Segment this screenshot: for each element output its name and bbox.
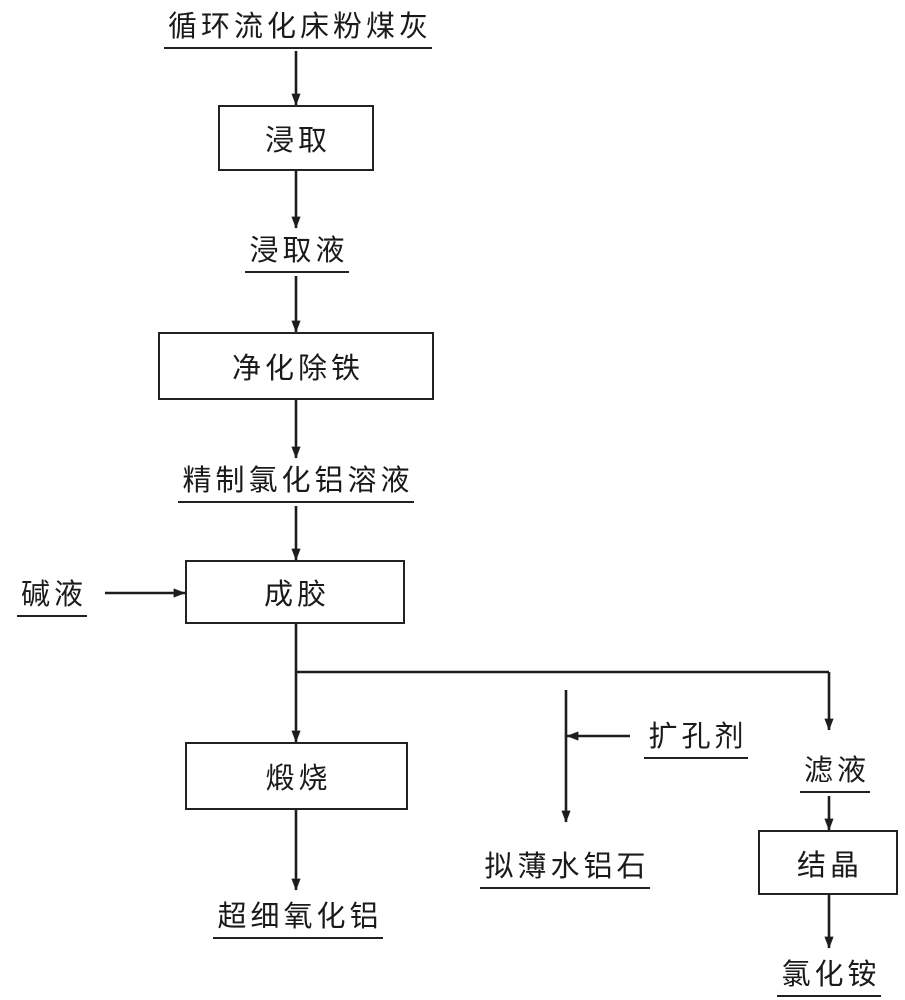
node-gelation[interactable]: 成胶 [185,560,405,624]
node-pore-agent-text: 扩孔剂 [644,713,748,759]
node-refined-solution-text: 精制氯化铝溶液 [178,457,414,503]
node-crystallization[interactable]: 结晶 [758,830,898,895]
node-ultrafine-alumina-text: 超细氧化铝 [213,893,383,939]
node-leachate-text: 浸取液 [245,227,349,273]
node-refined-solution: 精制氯化铝溶液 [163,457,429,503]
node-leaching[interactable]: 浸取 [218,105,374,171]
node-feedstock-text: 循环流化床粉煤灰 [163,3,432,49]
node-calcination[interactable]: 煅烧 [185,742,408,810]
node-pore-agent: 扩孔剂 [637,713,755,759]
node-pseudo-boehmite-text: 拟薄水铝石 [480,843,650,889]
node-ultrafine-alumina: 超细氧化铝 [203,893,393,939]
node-filtrate: 滤液 [790,747,880,793]
node-alkali-text: 碱液 [16,571,87,617]
node-feedstock: 循环流化床粉煤灰 [148,3,448,49]
node-purification-text: 净化除铁 [231,353,364,385]
node-ammonium-chloride-text: 氯化铵 [777,951,881,997]
node-ammonium-chloride: 氯化铵 [767,951,891,997]
node-alkali: 碱液 [6,571,98,617]
node-leaching-text: 浸取 [264,125,331,157]
node-filtrate-text: 滤液 [799,747,870,793]
node-crystallization-text: 结晶 [796,849,863,882]
node-gelation-text: 成胶 [263,579,330,611]
node-purification[interactable]: 净化除铁 [158,332,434,400]
node-pseudo-boehmite: 拟薄水铝石 [470,843,660,889]
node-calcination-text: 煅烧 [265,763,332,795]
node-leachate: 浸取液 [228,227,366,273]
